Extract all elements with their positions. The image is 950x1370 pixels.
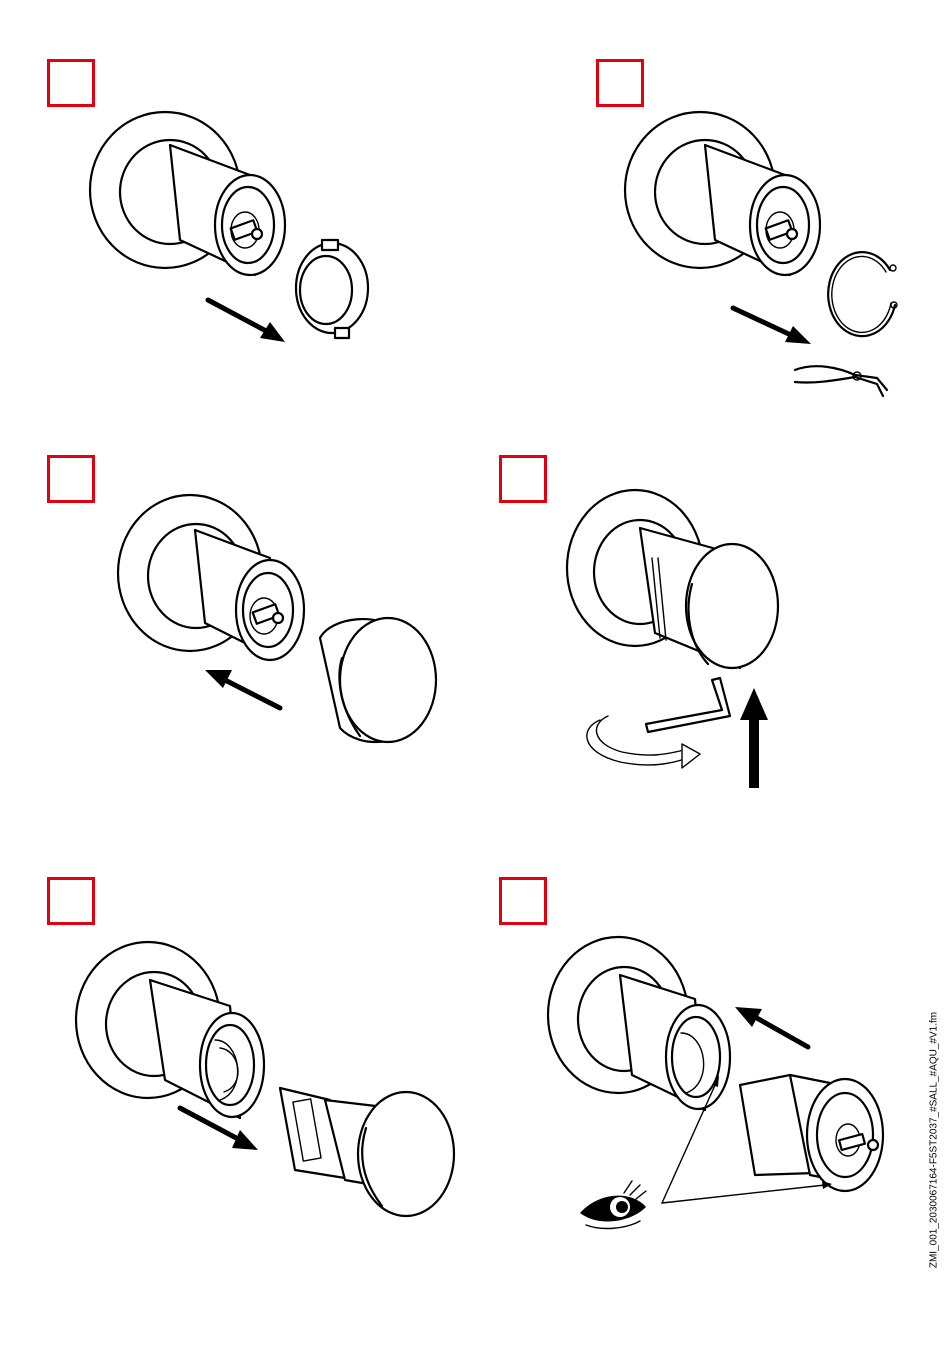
arrow-pull-out <box>180 1108 258 1150</box>
arrow-up <box>740 688 768 788</box>
clip-ring <box>296 240 368 338</box>
step-5-illustration <box>70 940 470 1240</box>
step-3-box <box>47 455 95 503</box>
cartridge <box>740 1075 883 1191</box>
step-3-illustration <box>110 488 440 758</box>
step-2-illustration <box>615 100 925 400</box>
hex-key-icon <box>646 678 730 732</box>
step-6-illustration <box>540 935 900 1255</box>
arrow-push-in <box>735 1007 808 1047</box>
step-1-illustration <box>80 100 400 360</box>
step-4-box <box>499 455 547 503</box>
step-5-box <box>47 877 95 925</box>
document-code: ZMI_001_2030067164-F5ST2037_#SALL_#AQU_#… <box>924 990 944 1290</box>
pliers-icon <box>795 366 887 396</box>
valve-body-empty <box>150 980 264 1118</box>
step-4-illustration <box>560 488 800 798</box>
cap <box>320 618 436 742</box>
step-6-box <box>499 877 547 925</box>
circlip <box>828 252 897 336</box>
cap-installed <box>640 528 778 668</box>
document-code-text: ZMI_001_2030067164-F5ST2037_#SALL_#AQU_#… <box>929 1012 940 1268</box>
arrow-pull-out <box>733 308 811 344</box>
eye-icon <box>580 1181 646 1228</box>
arrow-push-in <box>205 670 280 708</box>
arrow-pull-out <box>208 300 285 342</box>
cartridge-with-cap <box>280 1088 454 1216</box>
